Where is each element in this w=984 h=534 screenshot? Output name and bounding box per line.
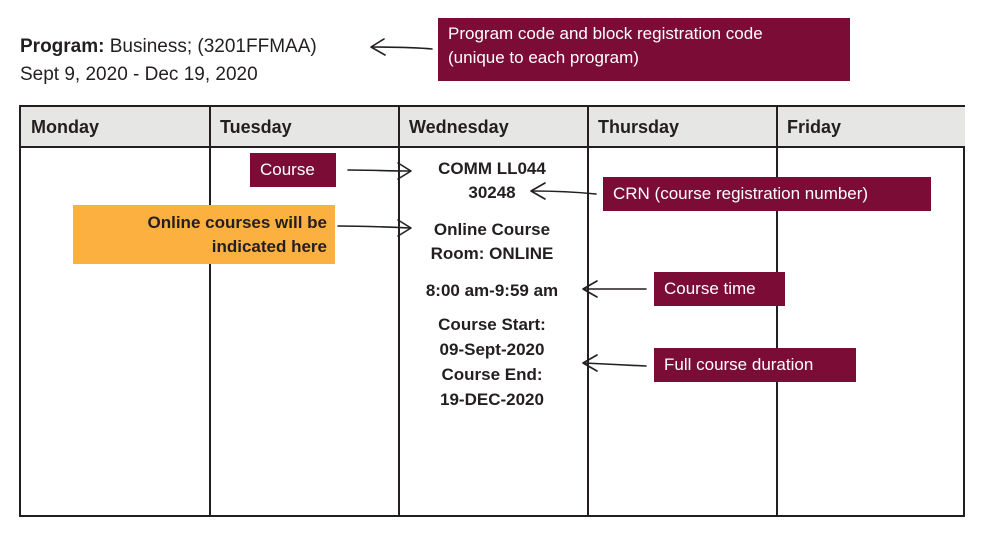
arrow-to-online-course [337, 219, 412, 237]
program-line: Program: Business; (3201FFMAA) [20, 36, 317, 58]
day-header-monday: Monday [21, 107, 210, 148]
course-end-label: Course End: [441, 365, 543, 384]
course-code: COMM LL044 [438, 159, 546, 178]
callout-course-time: Course time [654, 272, 785, 306]
arrow-to-course-code [347, 162, 412, 180]
program-value: Business; (3201FFMAA) [104, 36, 317, 57]
callout-course: Course [250, 153, 336, 187]
day-header-tuesday: Tuesday [210, 107, 399, 148]
arrow-to-course-time [582, 280, 647, 298]
arrow-to-course-duration [582, 354, 647, 372]
day-header-wednesday: Wednesday [399, 107, 588, 148]
day-header-friday: Friday [777, 107, 965, 148]
callout-crn: CRN (course registration number) [603, 177, 931, 211]
callout-program-code-line1: Program code and block registration code [448, 24, 763, 43]
day-header-thursday: Thursday [588, 107, 777, 148]
callout-program-code: Program code and block registration code… [438, 18, 850, 81]
course-start-date: 09-Sept-2020 [439, 340, 545, 359]
course-end-date: 19-DEC-2020 [440, 390, 544, 409]
program-dates: Sept 9, 2020 - Dec 19, 2020 [20, 64, 258, 85]
callout-online-courses: Online courses will be indicated here [73, 205, 335, 264]
callout-program-code-line2: (unique to each program) [448, 48, 639, 67]
callout-online-line2: indicated here [211, 236, 327, 256]
arrow-to-crn [530, 182, 597, 200]
arrow-to-program-code [370, 38, 433, 56]
callout-online-line1: Online courses will be [147, 212, 328, 232]
course-mode: Online Course [433, 220, 551, 239]
column-divider [587, 107, 589, 515]
column-divider [776, 107, 778, 515]
column-divider [398, 107, 400, 515]
weekly-schedule-grid: Monday Tuesday Wednesday Thursday Friday [19, 105, 965, 517]
course-time: 8:00 am-9:59 am [425, 281, 559, 300]
callout-course-duration: Full course duration [654, 348, 856, 382]
course-start-label: Course Start: [438, 315, 546, 334]
column-divider [209, 107, 211, 515]
course-crn: 30248 [468, 183, 516, 202]
course-room: Room: ONLINE [430, 244, 554, 263]
program-label: Program: [20, 36, 105, 57]
